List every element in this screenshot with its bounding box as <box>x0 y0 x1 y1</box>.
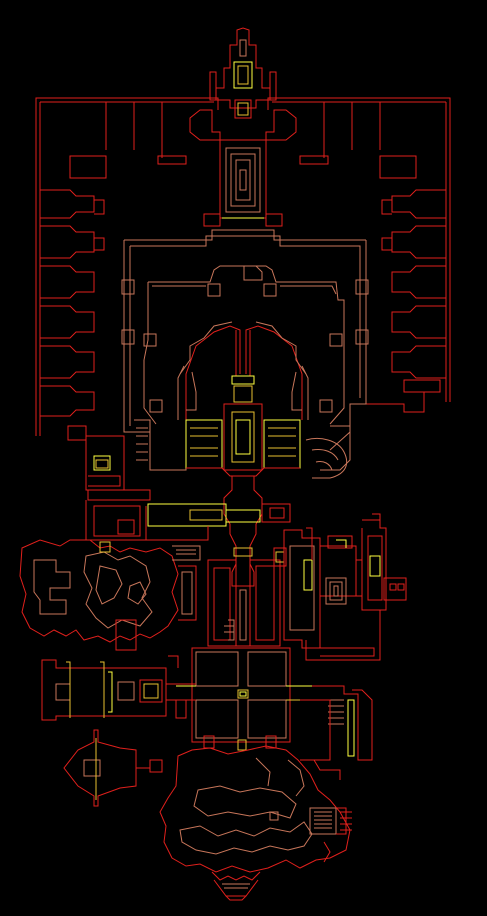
east-cells <box>366 189 446 413</box>
south-cave <box>159 745 352 873</box>
south-west-spire <box>63 729 163 807</box>
north-courtyard <box>203 139 283 227</box>
inner-sanctum <box>177 321 309 477</box>
west-caverns <box>19 539 201 651</box>
mid-block <box>207 559 281 647</box>
outer-compound <box>35 97 451 436</box>
west-cells <box>40 189 105 441</box>
south-gate <box>211 871 261 901</box>
west-annex <box>41 655 196 721</box>
grand-hall <box>121 229 369 479</box>
east-stairs <box>300 685 373 780</box>
west-outbuilding <box>85 435 125 491</box>
central-corridor <box>85 476 291 647</box>
east-chambers <box>273 513 407 661</box>
